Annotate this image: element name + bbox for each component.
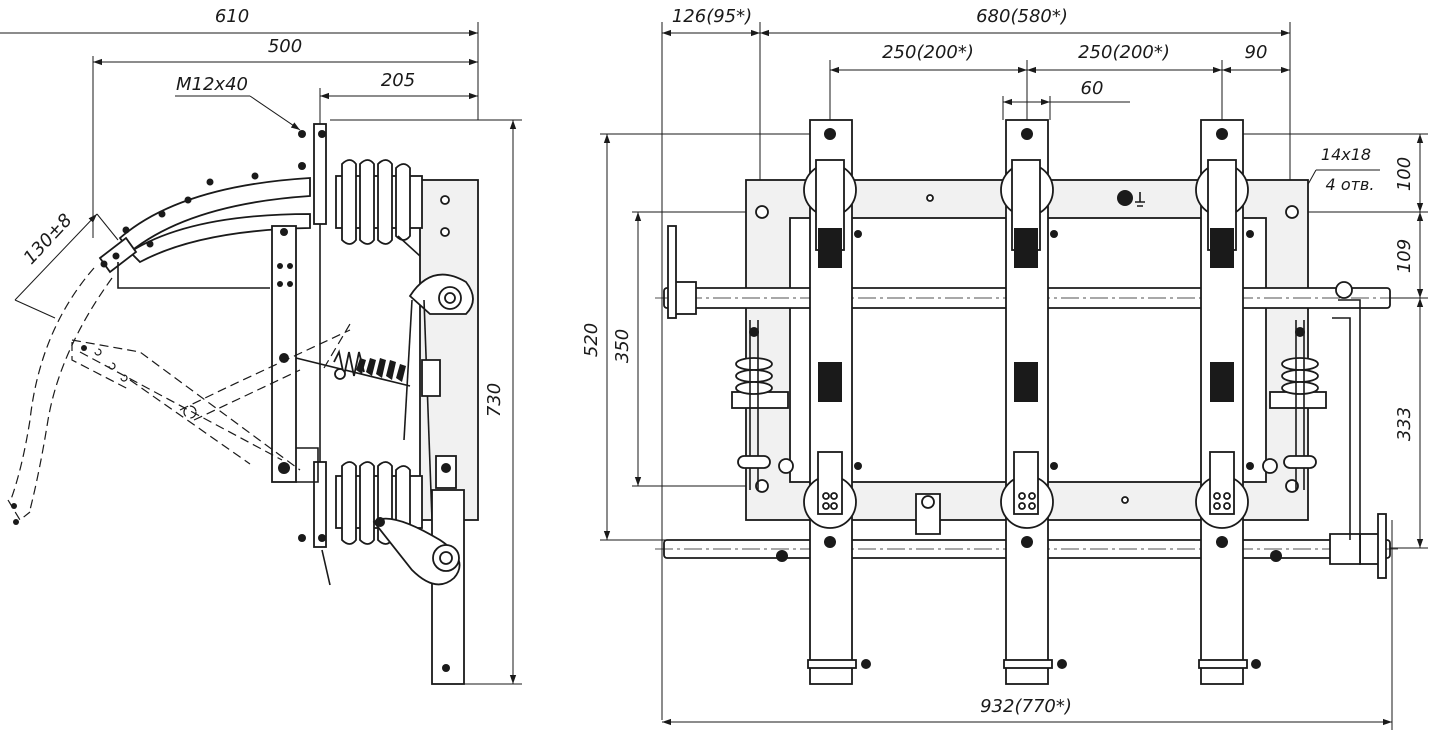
dim-text-right-offset: 90 <box>1245 42 1268 63</box>
hole-callout: 14x18 4 отв. <box>1295 145 1380 207</box>
dim-text-610: 610 <box>215 6 249 27</box>
dim-text-pitch-2: 250(200*) <box>1078 42 1170 63</box>
dim-text-lower-gap: 333 <box>1394 407 1415 441</box>
dim-left-chain: 520 350 <box>581 133 830 541</box>
dim-730: 730 <box>330 119 522 685</box>
pole-1 <box>803 119 871 685</box>
dim-text-contact-width: 60 <box>1081 78 1104 99</box>
dim-text-frame-width: 680(580*) <box>976 6 1068 27</box>
cam-linkage <box>321 235 474 685</box>
dim-bottom: 932(770*) <box>662 520 1393 730</box>
dim-text-hole-spacing: 350 <box>612 329 633 363</box>
dim-500: 500 <box>92 36 478 238</box>
dim-205: 205 <box>319 70 478 128</box>
front-view: 126(95*) 680(580*) 250(200*) 250(200*) 9… <box>581 6 1428 730</box>
spring-mechanism <box>295 349 411 387</box>
upper-insulator <box>335 159 423 245</box>
hole-count-label: 4 отв. <box>1326 175 1375 194</box>
dim-text-shaft-length: 932(770*) <box>980 696 1072 717</box>
dim-text-500: 500 <box>268 36 302 57</box>
bolt-leader: M12x40 <box>175 74 301 131</box>
pole-2 <box>1000 119 1067 685</box>
dim-text-shaft-gap: 109 <box>1394 239 1415 273</box>
dim-610: 610 <box>0 6 479 120</box>
dim-text-total-height: 520 <box>581 323 602 357</box>
upper-blade <box>98 172 311 289</box>
pole-3 <box>1195 119 1261 685</box>
dim-text-angle: 130±8 <box>20 210 77 269</box>
dim-text-205: 205 <box>381 70 415 91</box>
open-position-dashed <box>7 267 351 525</box>
right-spring-assembly <box>1262 281 1361 562</box>
side-view: 610 500 205 M12x40 730 <box>0 6 522 685</box>
dim-text-left-offset: 126(95*) <box>672 6 752 27</box>
dim-right-chain: 100 109 333 <box>1240 133 1428 549</box>
dim-text-top-gap: 100 <box>1394 157 1415 191</box>
drive-bar <box>271 225 319 483</box>
hole-size-label: 14x18 <box>1321 145 1371 164</box>
dim-text-pitch-1: 250(200*) <box>882 42 974 63</box>
dim-top-chain: 126(95*) 680(580*) 250(200*) 250(200*) 9… <box>661 6 1291 720</box>
dim-text-730: 730 <box>484 383 505 417</box>
left-spring-assembly <box>731 320 794 562</box>
bolt-label: M12x40 <box>176 74 248 95</box>
